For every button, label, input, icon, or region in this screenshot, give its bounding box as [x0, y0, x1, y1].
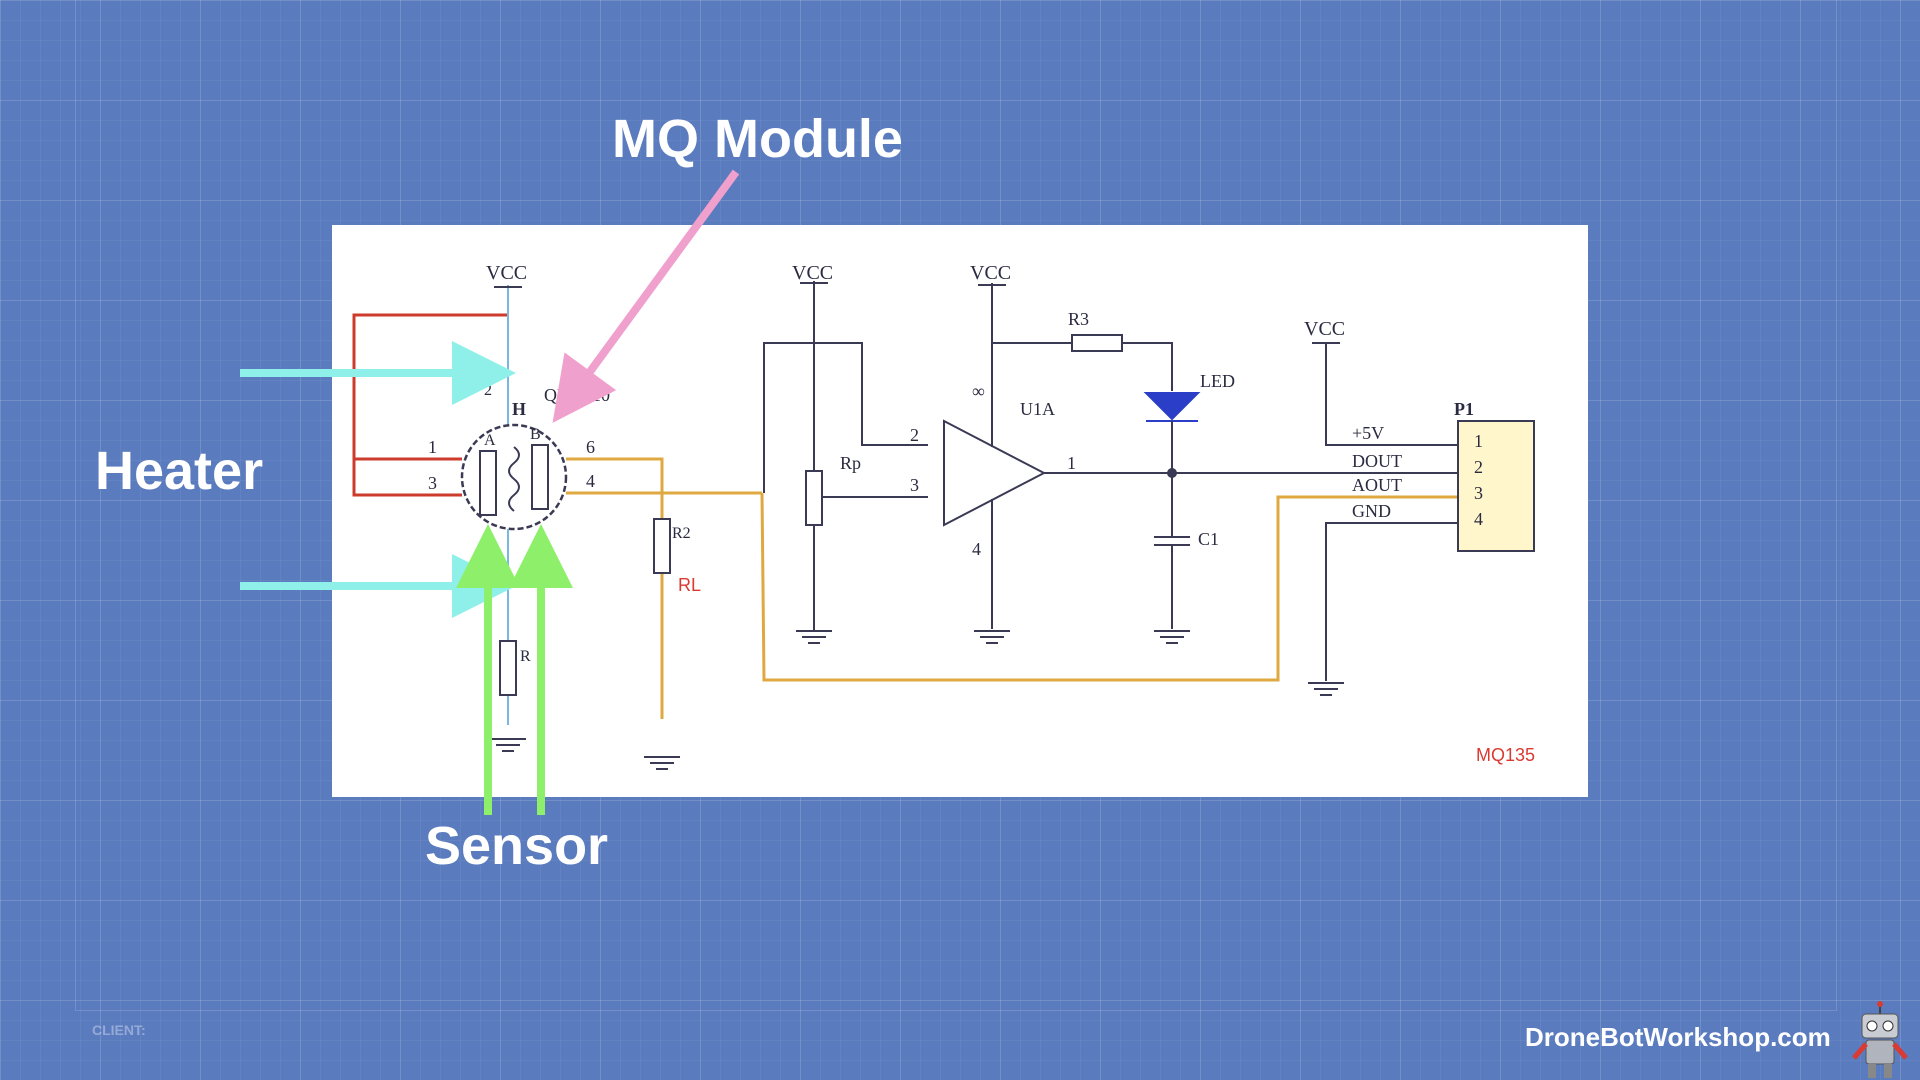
signal-dout-label: DOUT — [1352, 451, 1402, 471]
pin-4-label: 4 — [586, 471, 595, 491]
r3-label: R3 — [1068, 309, 1089, 329]
connector-p1 — [1457, 420, 1535, 552]
schematic-labels: VCC VCC VCC VCC QM-N10 H A B 1 3 6 4 2 5… — [428, 262, 1535, 765]
opamp-pin-8-label: ∞ — [972, 381, 985, 401]
led-label: LED — [1200, 371, 1235, 391]
sensor-part-label: QM-N10 — [544, 385, 610, 405]
p1-pin-4-label: 4 — [1474, 509, 1483, 529]
slide-title: MQ Module — [612, 109, 903, 169]
signal-gnd-label: GND — [1352, 501, 1391, 521]
opamp-u1a — [943, 419, 1047, 527]
sensor-pin6-wire — [566, 457, 664, 719]
pin-1-label: 1 — [428, 437, 437, 457]
ground-symbol-3 — [796, 630, 832, 644]
vcc-label-2: VCC — [792, 262, 833, 284]
r-label: R — [520, 648, 531, 665]
resistor-r — [499, 640, 517, 696]
aout-loop-wire — [760, 492, 1458, 682]
resistor-r2 — [653, 518, 671, 574]
p1-pin-3-label: 3 — [1474, 483, 1483, 503]
heater-loop-wire — [352, 313, 508, 497]
pin-5-label: 5 — [492, 552, 500, 569]
pin-6-label: 6 — [586, 437, 595, 457]
ground-symbol-1 — [490, 738, 526, 752]
ground-symbol-2 — [644, 756, 680, 770]
pin-b-label: B — [530, 426, 541, 443]
opamp-pin-1-label: 1 — [1067, 453, 1076, 473]
pin-a-label: A — [484, 432, 496, 449]
sensor-label: Sensor — [425, 816, 609, 876]
pin-3-label: 3 — [428, 473, 437, 493]
ground-symbol-6 — [1308, 682, 1344, 696]
p1-pin-1-label: 1 — [1474, 431, 1483, 451]
c1-label: C1 — [1198, 529, 1219, 549]
rl-label: RL — [678, 575, 701, 595]
potentiometer-rp — [805, 470, 823, 526]
mq135-schematic: VCC VCC VCC VCC QM-N10 H A B 1 3 6 4 2 5… — [352, 262, 1535, 770]
vcc-label-4: VCC — [1304, 318, 1345, 340]
vcc-label-1: VCC — [486, 262, 527, 284]
u1a-label: U1A — [1020, 399, 1055, 419]
client-label: CLIENT: — [92, 1022, 146, 1038]
heater-label: Heater — [95, 441, 264, 501]
robot-mascot-icon — [1852, 1001, 1908, 1078]
opamp-pin-2-label: 2 — [910, 425, 919, 445]
rp-label: Rp — [840, 453, 861, 473]
signal-5v-label: +5V — [1352, 423, 1384, 443]
r2-label: R2 — [672, 525, 691, 542]
opamp-pin-3-label: 3 — [910, 475, 919, 495]
ground-symbol-4 — [974, 630, 1010, 644]
led-diode — [1143, 392, 1201, 421]
ground-symbol-5 — [1154, 630, 1190, 644]
resistor-r3 — [1071, 334, 1123, 352]
p1-label: P1 — [1454, 399, 1474, 419]
p1-pin-2-label: 2 — [1474, 457, 1483, 477]
vcc-label-3: VCC — [970, 262, 1011, 284]
model-label: MQ135 — [1476, 745, 1535, 765]
blueprint-frame — [75, 0, 1837, 1011]
brand-text: DroneBotWorkshop.com — [1525, 1022, 1831, 1052]
pin-2-label: 2 — [484, 382, 492, 399]
sensor-body — [460, 423, 568, 531]
pin-h-label: H — [512, 399, 526, 419]
signal-aout-label: AOUT — [1352, 475, 1402, 495]
schematic-panel: VCC VCC VCC VCC QM-N10 H A B 1 3 6 4 2 5… — [332, 225, 1588, 797]
opamp-pin-4-label: 4 — [972, 539, 981, 559]
